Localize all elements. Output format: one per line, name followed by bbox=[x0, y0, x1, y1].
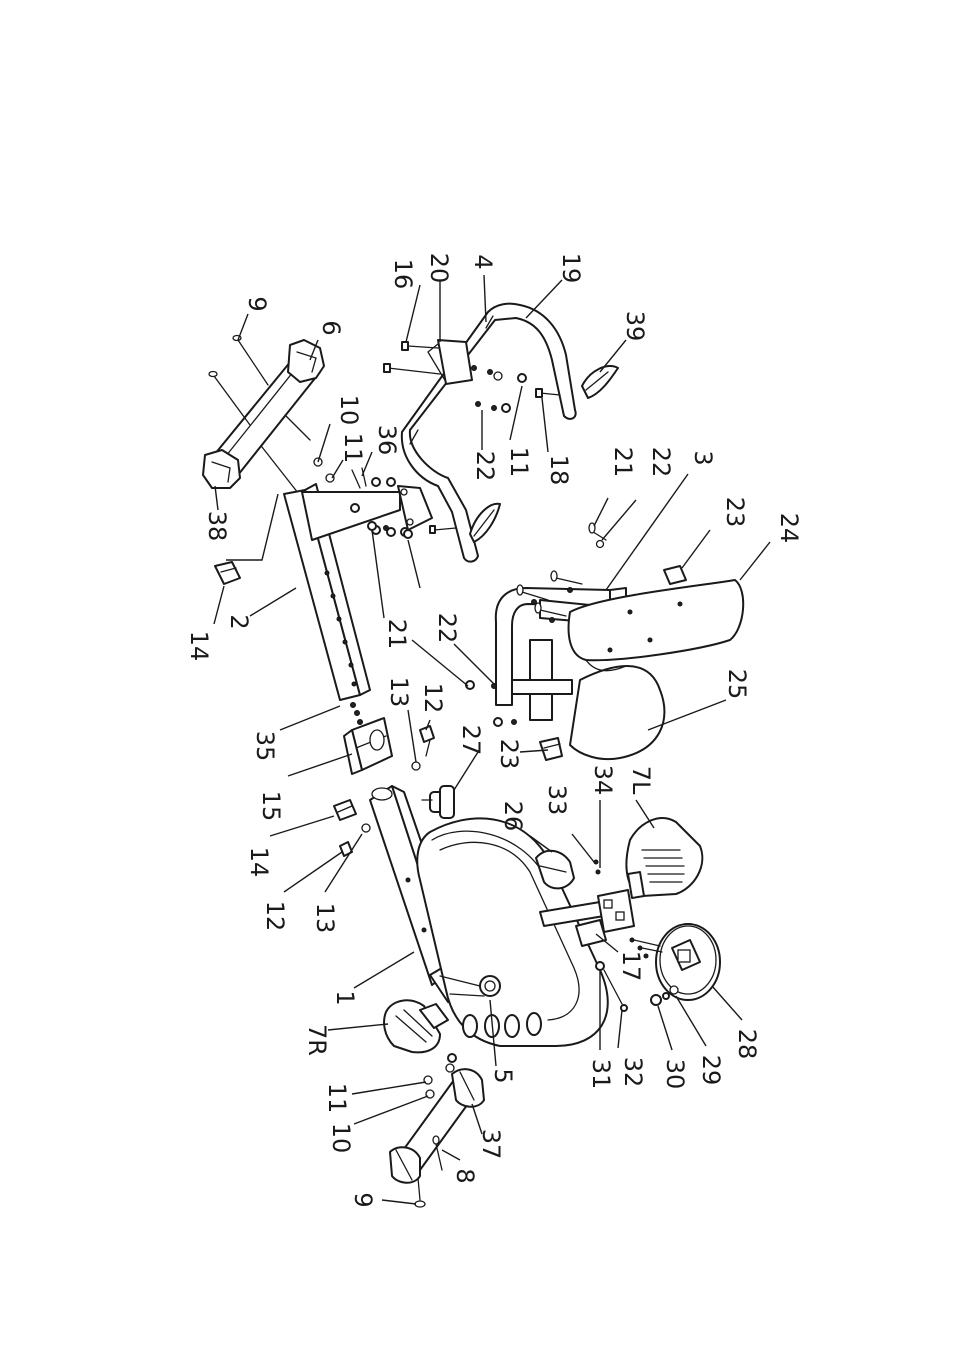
callout-30: 30 bbox=[661, 1059, 689, 1090]
callout-35: 35 bbox=[251, 731, 279, 762]
callout-5: 5 bbox=[489, 1068, 517, 1083]
connector-sleeve-15 bbox=[343, 717, 393, 775]
washer-13-low bbox=[361, 823, 371, 833]
callout-1: 1 bbox=[331, 990, 359, 1005]
callout-14-low: 14 bbox=[245, 847, 273, 878]
callout-7R: 7R bbox=[303, 1024, 331, 1056]
pedal-7L bbox=[625, 817, 704, 899]
end-cap-6 bbox=[287, 339, 325, 383]
washers-21-22-mid bbox=[367, 521, 413, 539]
callout-15: 15 bbox=[257, 791, 285, 822]
callout-33: 33 bbox=[543, 785, 571, 816]
callout-31: 31 bbox=[587, 1059, 615, 1090]
callout-24: 24 bbox=[775, 513, 803, 544]
knob-12-low bbox=[339, 841, 353, 857]
handlebar-bolts bbox=[383, 363, 527, 413]
carriage-bolt-9-top bbox=[208, 334, 269, 426]
callout-10-top: 10 bbox=[335, 395, 363, 426]
end-cap-23-low bbox=[539, 737, 563, 761]
callout-21-left: 21 bbox=[383, 619, 411, 650]
callout-23-low: 23 bbox=[495, 739, 523, 770]
callout-3: 3 bbox=[689, 450, 717, 465]
pulse-sensor-lower bbox=[469, 502, 501, 543]
screw-18 bbox=[535, 388, 561, 398]
callout-9-bot: 9 bbox=[349, 1192, 377, 1207]
callout-17: 17 bbox=[617, 951, 645, 982]
crank-bracket-33-34 bbox=[593, 859, 635, 933]
callout-4: 4 bbox=[469, 254, 497, 269]
callout-21-right: 21 bbox=[609, 447, 637, 478]
callout-6: 6 bbox=[317, 320, 345, 335]
handlebar-bracket-20 bbox=[427, 339, 473, 385]
callout-16: 16 bbox=[389, 259, 417, 290]
handlebar-mount-bracket bbox=[301, 485, 433, 541]
callout-11-bot: 11 bbox=[323, 1083, 351, 1114]
crank-cap-26 bbox=[535, 849, 575, 890]
callout-39: 39 bbox=[621, 311, 649, 342]
sensor-screw bbox=[429, 525, 457, 534]
flywheel-housing-5 bbox=[416, 817, 609, 1047]
fasteners-29-30 bbox=[650, 985, 679, 1006]
callout-22-top: 22 bbox=[471, 451, 499, 482]
handlebar-4-19 bbox=[400, 302, 577, 563]
callout-8: 8 bbox=[451, 1168, 479, 1183]
callout-22-left: 22 bbox=[433, 613, 461, 644]
rear-stabilizer-37 bbox=[389, 1068, 485, 1184]
callout-13-top: 13 bbox=[385, 677, 413, 708]
callout-11-mid: 11 bbox=[505, 447, 533, 478]
cover-screws bbox=[629, 937, 663, 959]
seat-backrest-25 bbox=[569, 665, 666, 761]
callout-37: 37 bbox=[477, 1129, 505, 1160]
bolt-16 bbox=[401, 341, 439, 351]
callout-9-top: 9 bbox=[243, 296, 271, 311]
callout-38: 38 bbox=[203, 511, 231, 542]
rear-bolts-8-9 bbox=[414, 1135, 443, 1208]
callout-20: 20 bbox=[425, 253, 453, 284]
callout-14-top: 14 bbox=[185, 631, 213, 662]
callout-23-top: 23 bbox=[721, 497, 749, 528]
callout-12-low: 12 bbox=[261, 901, 289, 932]
tension-knob-27 bbox=[421, 785, 455, 819]
side-cover-28 bbox=[655, 923, 721, 1001]
callout-29: 29 bbox=[697, 1055, 725, 1086]
callout-25: 25 bbox=[723, 669, 751, 700]
callout-22-right: 22 bbox=[647, 447, 675, 478]
callout-19: 19 bbox=[557, 253, 585, 284]
pulse-sensor-39 bbox=[581, 365, 619, 399]
callout-32: 32 bbox=[619, 1057, 647, 1088]
callout-36: 36 bbox=[373, 425, 401, 456]
bolt-31-32 bbox=[595, 961, 628, 1012]
end-cap-23-top bbox=[663, 565, 687, 585]
callout-7L: 7L bbox=[627, 766, 655, 795]
washers-10-11-top bbox=[313, 457, 335, 483]
callout-2: 2 bbox=[225, 614, 253, 629]
end-cap-14-top bbox=[214, 561, 241, 585]
callout-labels: 9 6 10 11 36 38 14 2 35 16 20 4 19 39 22… bbox=[185, 253, 803, 1208]
callout-13-low: 13 bbox=[311, 903, 339, 934]
seat-cushion-24 bbox=[567, 579, 745, 672]
callout-10-bot: 10 bbox=[327, 1123, 355, 1154]
callout-11-top: 11 bbox=[339, 433, 367, 464]
knob-35-pin bbox=[350, 702, 363, 725]
crank-arm-17 bbox=[575, 919, 607, 947]
callout-28: 28 bbox=[733, 1029, 761, 1060]
seat-bolts-21-22 bbox=[465, 522, 607, 727]
end-cap-14-low bbox=[333, 799, 357, 821]
leader-lines bbox=[213, 274, 771, 1205]
knob-12-top bbox=[419, 725, 435, 757]
end-cap-38 bbox=[202, 449, 241, 489]
callout-12-top: 12 bbox=[419, 683, 447, 714]
callout-18: 18 bbox=[545, 455, 573, 486]
callout-27: 27 bbox=[457, 725, 485, 756]
washer-13-top bbox=[411, 761, 421, 771]
pedal-7R bbox=[383, 999, 449, 1054]
callout-26: 26 bbox=[499, 801, 527, 832]
callout-34: 34 bbox=[589, 765, 617, 796]
